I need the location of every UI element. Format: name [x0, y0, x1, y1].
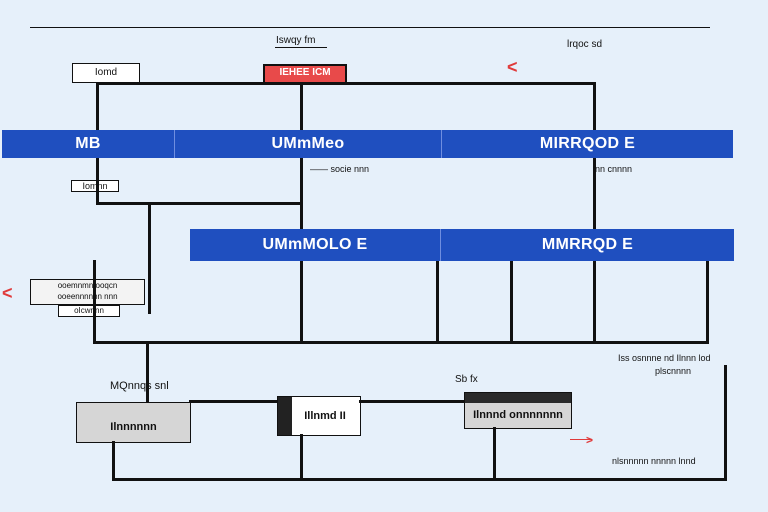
connector-right-v3	[593, 261, 596, 343]
connector-midright-v	[510, 261, 513, 343]
bottom-right-box-bar	[465, 393, 571, 403]
left-top-box: Iomd	[72, 63, 140, 83]
bottom-right-box: Ilnnnd onnnnnnn	[464, 392, 572, 429]
left-tag: Iomnn	[71, 180, 119, 192]
blue-band-top: MB UMmMeo MIRRQOD E	[2, 130, 733, 158]
connector-mid-h	[96, 202, 302, 205]
label-under-top-right: nn cnnnn	[595, 164, 633, 174]
left-callout: ooemnmn ooqcn ooeennnnnn nnn	[30, 279, 145, 305]
connector-left-v2	[96, 158, 99, 204]
arrow-right-line	[570, 439, 592, 440]
connector-far-right-v	[706, 261, 709, 343]
bottom-center-tag: Sb fx	[455, 374, 478, 385]
top-label-underline	[275, 47, 327, 48]
connector-bottom-long-h	[112, 478, 727, 481]
band-top-sep	[441, 130, 442, 158]
connector-far-right-v2	[724, 365, 727, 480]
top-rule	[30, 27, 710, 28]
band-mid-sep	[440, 229, 441, 261]
band-top-cell-2: UMmMeo	[271, 135, 345, 152]
label-under-top-center: —— socie nnn	[310, 164, 370, 174]
connector-left-inner-v	[148, 202, 151, 314]
band-mid-cell-1: UMmMOLO E	[262, 236, 368, 253]
bottom-center-box-label: Illnmd II	[304, 410, 346, 422]
bottom-center-box-bar	[278, 397, 292, 435]
arrow-right-icon: >	[586, 433, 594, 447]
connector-inner-v	[436, 261, 439, 343]
connector-top-h	[96, 82, 596, 85]
connector-long-h	[93, 341, 709, 344]
arrow-left-icon: <	[2, 283, 13, 303]
bottom-right-box-label: Ilnnnd onnnnnnn	[473, 408, 563, 421]
bottom-left-title: MQnnqs snl	[110, 380, 169, 392]
connector-bottom-left-v2	[112, 441, 115, 480]
left-callout-line-2: ooeennnnnn nnn	[57, 292, 118, 301]
connector-bottom-center-v	[300, 434, 303, 480]
connector-left-v3	[93, 260, 96, 344]
top-right-label: lrqoc sd	[567, 39, 603, 50]
left-callout-below: oIcwnnn	[58, 305, 120, 317]
band-top-cell-1: MB	[75, 135, 101, 152]
connector-center-v2	[300, 158, 303, 230]
connector-bottom-h1	[189, 400, 277, 403]
connector-bottom-h2	[359, 400, 464, 403]
left-callout-line-1: ooemnmn ooqcn	[57, 281, 118, 290]
arrow-left-icon: <	[507, 57, 518, 77]
band-mid-cell-2: MMRRQD E	[541, 236, 634, 253]
bottom-center-box: Illnmd II	[277, 396, 361, 436]
bottom-left-box: Ilnnnnnn	[76, 402, 191, 443]
connector-center-v3	[300, 261, 303, 343]
bottom-left-box-label: Ilnnnnnn	[110, 420, 157, 433]
connector-center-v	[300, 82, 303, 130]
connector-right-v	[593, 82, 596, 130]
connector-right-v2	[593, 158, 596, 230]
band-top-cell-3: MIRRQOD E	[539, 135, 636, 152]
band-top-sep	[174, 130, 175, 158]
bottom-right-note: nlsnnnnn nnnnn lnnd	[612, 456, 696, 466]
right-note-line-1: Iss osnnne nd Ilnnn lod	[618, 353, 711, 363]
connector-bottom-left-v	[146, 344, 149, 404]
red-highlight-box: IEHEE ICM	[263, 64, 347, 84]
top-left-label: Iswqy fm	[276, 35, 316, 46]
right-note-line-2: plscnnnn	[655, 366, 692, 376]
blue-band-mid: UMmMOLO E MMRRQD E	[190, 229, 734, 261]
connector-left-v	[96, 82, 99, 130]
connector-bottom-right-v	[493, 427, 496, 480]
